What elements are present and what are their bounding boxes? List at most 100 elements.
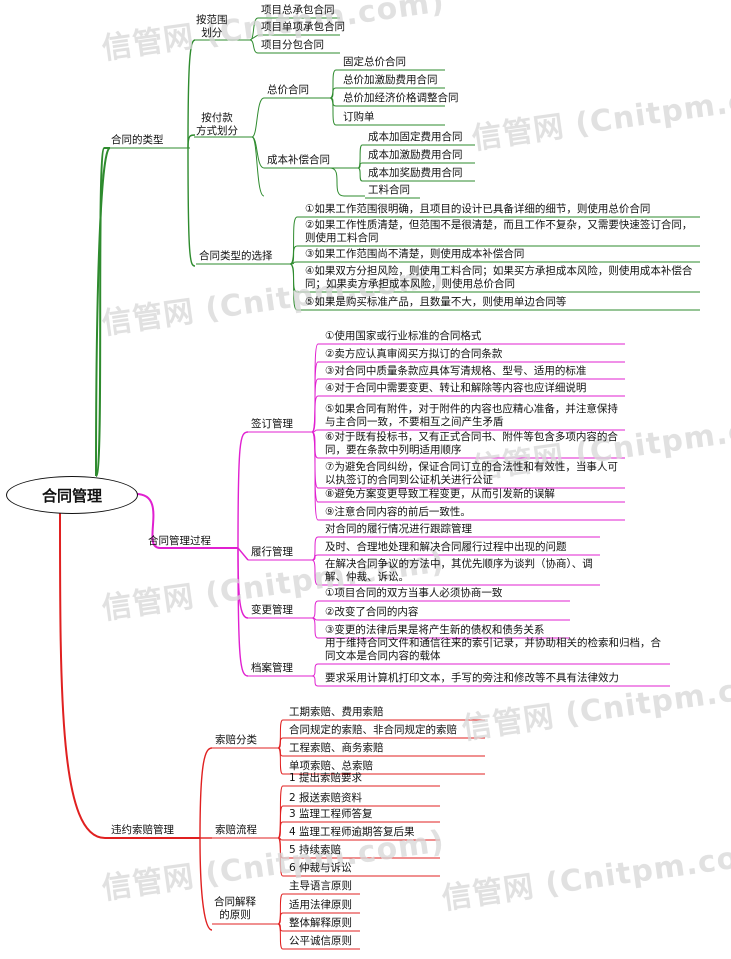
signing-item[interactable]: ⑦为避免合同纠纷，保证合同订立的合法性和有效性，当事人可以执签订的合同到公证机关… bbox=[325, 461, 618, 486]
cost-item[interactable]: 成本加固定费用合同 bbox=[368, 131, 463, 143]
connector-line bbox=[237, 547, 249, 677]
node-interpretation-principles[interactable]: 合同解释 的原则 bbox=[214, 896, 256, 921]
claim-process-item[interactable]: 4 监理工程师逾期答复后果 bbox=[289, 826, 415, 838]
branch-contract-types[interactable]: 合同的类型 bbox=[111, 134, 164, 146]
connector-line bbox=[357, 144, 365, 169]
archive-item[interactable]: 要求采用计算机打印文本，手写的旁注和修改等不具有法律效力 bbox=[325, 672, 619, 684]
connector-line bbox=[277, 719, 286, 749]
connector-line bbox=[277, 821, 286, 839]
connector-line bbox=[311, 431, 322, 489]
claim-class-item[interactable]: 单项索赔、总索赔 bbox=[289, 760, 373, 772]
change-item[interactable]: ①项目合同的双方当事人必须协商一致 bbox=[325, 587, 503, 599]
connector-line bbox=[249, 34, 259, 41]
connector-line bbox=[277, 893, 286, 925]
node-change-management[interactable]: 变更管理 bbox=[251, 604, 293, 616]
connector-line bbox=[187, 39, 196, 149]
interpretation-item[interactable]: 公平诚信原则 bbox=[289, 935, 352, 947]
signing-item[interactable]: ⑧避免方案变更导致工程变更，从而引发新的误解 bbox=[325, 488, 555, 500]
total-price-item[interactable]: 订购单 bbox=[343, 111, 375, 123]
branch-contract-process[interactable]: 合同管理过程 bbox=[148, 535, 211, 547]
node-claim-classification[interactable]: 索赔分类 bbox=[215, 734, 257, 746]
claim-process-item[interactable]: 5 持续索赔 bbox=[289, 844, 342, 856]
node-time-materials[interactable]: 工料合同 bbox=[368, 184, 410, 196]
node-signing-management[interactable]: 签订管理 bbox=[251, 418, 293, 430]
interpretation-item[interactable]: 适用法律原则 bbox=[289, 899, 352, 911]
signing-item[interactable]: ④对于合同中需要变更、转让和解除等内容也应详细说明 bbox=[325, 382, 587, 394]
node-type-selection[interactable]: 合同类型的选择 bbox=[199, 250, 273, 262]
connector-line bbox=[311, 343, 322, 433]
node-archive-management[interactable]: 档案管理 bbox=[251, 662, 293, 674]
connector-line bbox=[277, 837, 286, 877]
signing-item[interactable]: ⑥对于既有投标书，又有正式合同书、附件等包含多项内容的合同，要在条款中列明适用顺… bbox=[325, 431, 618, 456]
interpretation-item[interactable]: 整体解释原则 bbox=[289, 917, 352, 929]
connector-line bbox=[289, 245, 302, 265]
node-cost-reimbursable[interactable]: 成本补偿合同 bbox=[267, 154, 330, 166]
change-item[interactable]: ②改变了合同的内容 bbox=[325, 606, 419, 618]
connector-line bbox=[277, 912, 286, 925]
connector-line bbox=[329, 97, 340, 126]
total-price-item[interactable]: 固定总价合同 bbox=[343, 56, 406, 68]
scope-item[interactable]: 项目分包合同 bbox=[261, 39, 324, 51]
connector-line bbox=[95, 147, 110, 477]
scope-item[interactable]: 项目总承包合同 bbox=[261, 4, 335, 16]
connector-line bbox=[311, 395, 322, 433]
connector-line bbox=[329, 87, 340, 99]
claim-class-item[interactable]: 工程索赔、商务索赔 bbox=[289, 742, 384, 754]
performance-item[interactable]: 在解决合同争议的方法中，其优先顺序为谈判（协商）、调解、仲裁、诉讼。 bbox=[325, 558, 593, 583]
signing-item[interactable]: ⑨注意合同内容的前后一致性。 bbox=[325, 506, 471, 518]
claim-process-item[interactable]: 2 报送索赔资料 bbox=[289, 792, 363, 804]
selection-rule[interactable]: ①如果工作范围很明确，且项目的设计已具备详细的细节，则使用总价合同 bbox=[305, 203, 651, 215]
connector-line bbox=[59, 509, 200, 839]
performance-item[interactable]: 及时、合理地处理和解决合同履行过程中出现的问题 bbox=[325, 541, 567, 553]
performance-item[interactable]: 对合同的履行情况进行跟踪管理 bbox=[325, 523, 472, 535]
connector-line bbox=[311, 559, 322, 586]
branch-claims[interactable]: 违约索赔管理 bbox=[111, 824, 174, 836]
root-node[interactable]: 合同管理 bbox=[6, 476, 138, 514]
node-by-scope[interactable]: 按范围 划分 bbox=[196, 14, 228, 39]
selection-rule[interactable]: ④如果双方分担风险，则使用工料合同；如果买方承担成本风险，则使用成本补偿合同；如… bbox=[305, 265, 693, 290]
connector-line bbox=[251, 136, 265, 197]
connector-line bbox=[311, 617, 322, 639]
cost-item[interactable]: 成本加激励费用合同 bbox=[368, 149, 463, 161]
claim-process-item[interactable]: 6 仲裁与诉讼 bbox=[289, 862, 352, 874]
change-item[interactable]: ③变更的法律后果是将产生新的债权和债务关系 bbox=[325, 624, 545, 636]
connector-line bbox=[311, 675, 322, 687]
scope-item[interactable]: 项目单项承包合同 bbox=[261, 21, 345, 33]
selection-rule[interactable]: ⑤如果是购买标准产品，且数量不大，则使用单边合同等 bbox=[305, 296, 567, 308]
connector-line bbox=[199, 747, 213, 839]
claim-class-item[interactable]: 工期索赔、费用索赔 bbox=[289, 706, 384, 718]
connector-line bbox=[277, 785, 286, 839]
interpretation-item[interactable]: 主导语言原则 bbox=[289, 880, 352, 892]
connector-line bbox=[251, 97, 265, 138]
archive-item[interactable]: 用于维持合同文件和通信往来的索引记录，并协助相关的检索和归档，合同文本是合同内容… bbox=[325, 637, 661, 662]
node-total-price[interactable]: 总价合同 bbox=[267, 84, 309, 96]
signing-item[interactable]: ②卖方应认真审阅买方拟订的合同条款 bbox=[325, 348, 503, 360]
connector-line bbox=[187, 147, 196, 267]
connector-line bbox=[135, 493, 238, 549]
connector-line bbox=[237, 431, 249, 549]
claim-process-item[interactable]: 3 监理工程师答复 bbox=[289, 808, 373, 820]
connector-line bbox=[249, 39, 259, 54]
connector-line bbox=[311, 554, 322, 561]
connector-line bbox=[199, 837, 213, 931]
node-performance-management[interactable]: 履行管理 bbox=[251, 546, 293, 558]
signing-item[interactable]: ①使用国家或行业标准的合同格式 bbox=[325, 330, 482, 342]
selection-rule[interactable]: ②如果工作性质清楚，但范围不是很清楚，而且工作不复杂，又需要快速签订合同，则使用… bbox=[305, 219, 693, 244]
total-price-item[interactable]: 总价加经济价格调整合同 bbox=[343, 92, 459, 104]
connector-line bbox=[187, 134, 196, 149]
signing-item[interactable]: ⑤如果合同有附件，对于附件的内容也应精心准备，并注意保持与主合同一致，不要相互之… bbox=[325, 403, 618, 428]
claim-class-item[interactable]: 合同规定的索赔、非合同规定的索赔 bbox=[289, 724, 457, 736]
total-price-item[interactable]: 总价加激励费用合同 bbox=[343, 74, 438, 86]
selection-rule[interactable]: ③如果工作范围尚不清楚，则使用成本补偿合同 bbox=[305, 248, 525, 260]
claim-process-item[interactable]: 1 提出索赔要求 bbox=[289, 772, 363, 784]
connector-line bbox=[357, 162, 365, 169]
node-by-payment[interactable]: 按付款 方式划分 bbox=[196, 112, 238, 137]
connector-line bbox=[311, 431, 322, 503]
signing-item[interactable]: ③对合同中质量条款应具体写清规格、型号、适用的标准 bbox=[325, 365, 587, 377]
cost-item[interactable]: 成本加奖励费用合同 bbox=[368, 167, 463, 179]
connector-line bbox=[311, 536, 322, 561]
connector-line bbox=[311, 429, 322, 433]
connector-line bbox=[311, 663, 322, 677]
node-claim-process[interactable]: 索赔流程 bbox=[215, 824, 257, 836]
